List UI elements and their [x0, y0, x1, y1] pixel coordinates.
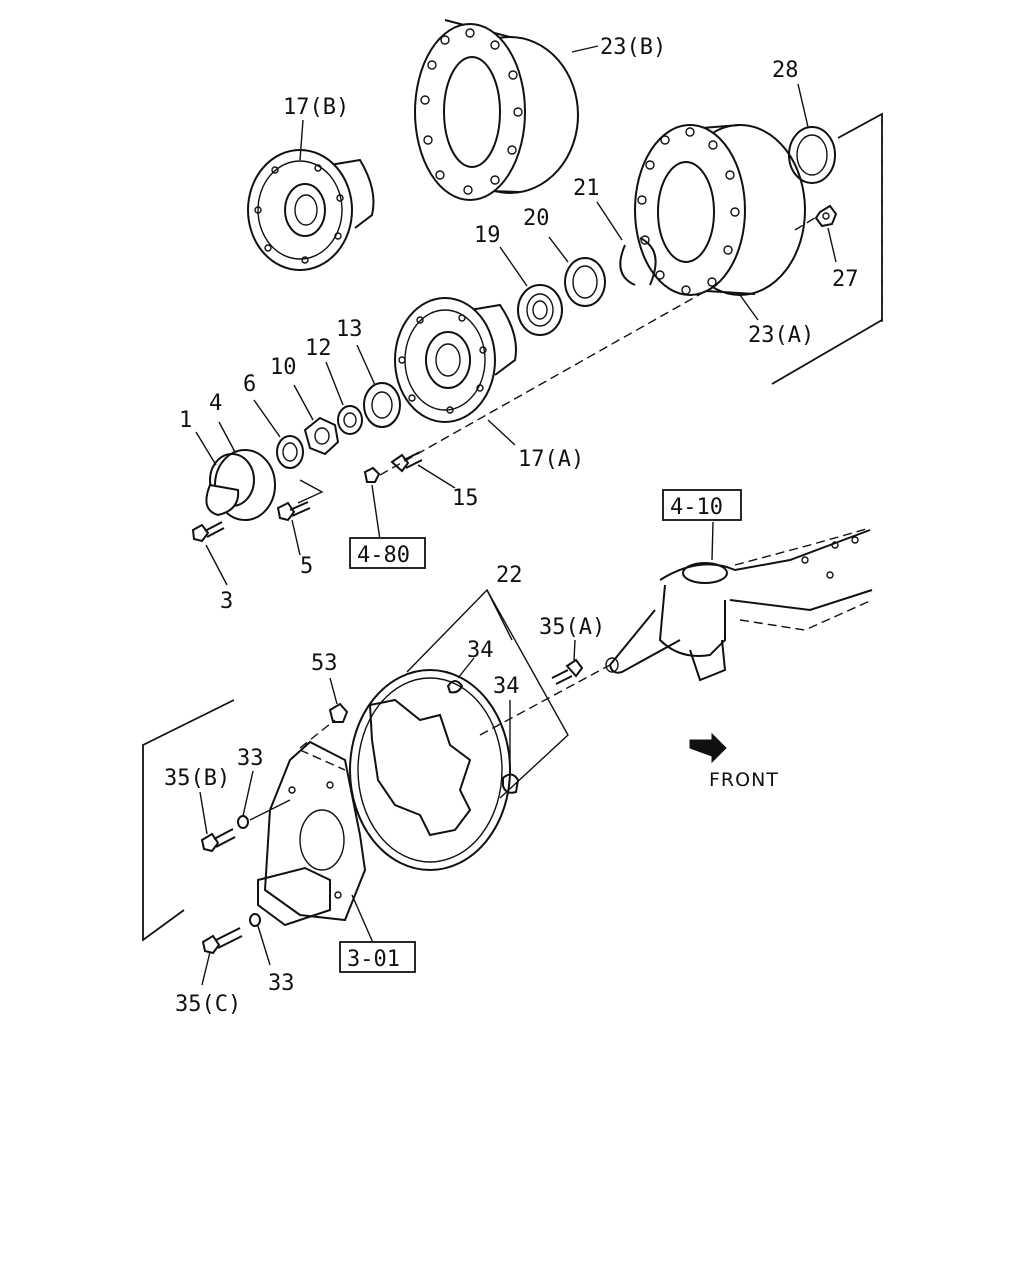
brake-drum-23a[interactable] — [634, 124, 806, 296]
nut-27[interactable] — [814, 204, 838, 228]
callout-27: 27 — [832, 267, 859, 292]
bolt-35b[interactable] — [200, 828, 236, 853]
hub-cap-1[interactable] — [205, 453, 255, 517]
bearing-13[interactable] — [363, 382, 401, 428]
callout-34-upper: 34 — [467, 638, 494, 663]
ref-box-4-80-label: 4-80 — [357, 543, 410, 568]
callout-6: 6 — [243, 372, 256, 397]
callout-4: 4 — [209, 391, 222, 416]
wheel-hub-17b[interactable] — [247, 149, 375, 271]
callout-15: 15 — [452, 486, 479, 511]
lock-ring-21[interactable] — [619, 237, 657, 286]
callout-17a: 17(A) — [518, 447, 584, 472]
brake-drum-23b[interactable] — [414, 19, 579, 201]
callout-23a: 23(A) — [748, 323, 814, 348]
front-direction-label: FRONT — [709, 769, 779, 791]
plug-34-lower[interactable] — [502, 773, 520, 794]
seal-20[interactable] — [564, 257, 606, 307]
callout-labels: 23(B) 17(B) 28 21 20 19 27 23(A) 13 12 1… — [164, 35, 859, 1017]
callout-33-upper: 33 — [237, 746, 264, 771]
callout-53: 53 — [311, 651, 338, 676]
callout-35a: 35(A) — [539, 615, 605, 640]
callout-5: 5 — [300, 554, 313, 579]
hub-nut-10[interactable] — [303, 416, 340, 456]
leader-lines — [195, 45, 837, 986]
callout-3: 3 — [220, 589, 233, 614]
callout-12: 12 — [305, 336, 332, 361]
callout-10: 10 — [270, 355, 297, 380]
callout-28: 28 — [772, 58, 799, 83]
callout-20: 20 — [523, 206, 550, 231]
callout-33-lower: 33 — [268, 971, 295, 996]
callout-35c: 35(C) — [175, 992, 241, 1017]
callout-35b: 35(B) — [164, 766, 230, 791]
callout-22: 22 — [496, 563, 523, 588]
bolt-3[interactable] — [191, 521, 225, 543]
callout-17b: 17(B) — [283, 95, 349, 120]
wheel-hub-17a[interactable] — [394, 297, 517, 423]
oil-seal-28[interactable] — [788, 126, 836, 184]
washer-33-lower[interactable] — [249, 913, 261, 927]
nut-53[interactable] — [328, 702, 349, 723]
bearing-19[interactable] — [517, 284, 563, 336]
ref-box-4-10-label: 4-10 — [670, 495, 723, 520]
callout-13: 13 — [336, 317, 363, 342]
knuckle-bracket-3-01[interactable] — [257, 740, 367, 927]
callout-19: 19 — [474, 223, 501, 248]
washer-12[interactable] — [337, 405, 363, 435]
ref-box-4-10[interactable]: 4-10 — [662, 489, 742, 521]
ref-box-3-01-label: 3-01 — [347, 947, 400, 972]
arrow-down-right-icon — [689, 732, 727, 764]
callout-1: 1 — [179, 408, 192, 433]
bolt-5[interactable] — [276, 501, 311, 522]
lock-washer-6[interactable] — [276, 435, 304, 469]
washer-33-upper[interactable] — [237, 815, 249, 829]
callout-23b: 23(B) — [600, 35, 666, 60]
callout-21: 21 — [573, 176, 600, 201]
bolt-35a[interactable] — [551, 658, 584, 685]
bolt-35c[interactable] — [201, 927, 243, 955]
ref-box-3-01[interactable]: 3-01 — [339, 941, 416, 973]
ref-box-4-80[interactable]: 4-80 — [349, 537, 426, 569]
backing-plate-22[interactable] — [349, 669, 511, 871]
front-axle-4-10[interactable] — [605, 527, 873, 682]
plug-34-upper[interactable] — [446, 680, 464, 694]
callout-34-lower: 34 — [493, 674, 520, 699]
